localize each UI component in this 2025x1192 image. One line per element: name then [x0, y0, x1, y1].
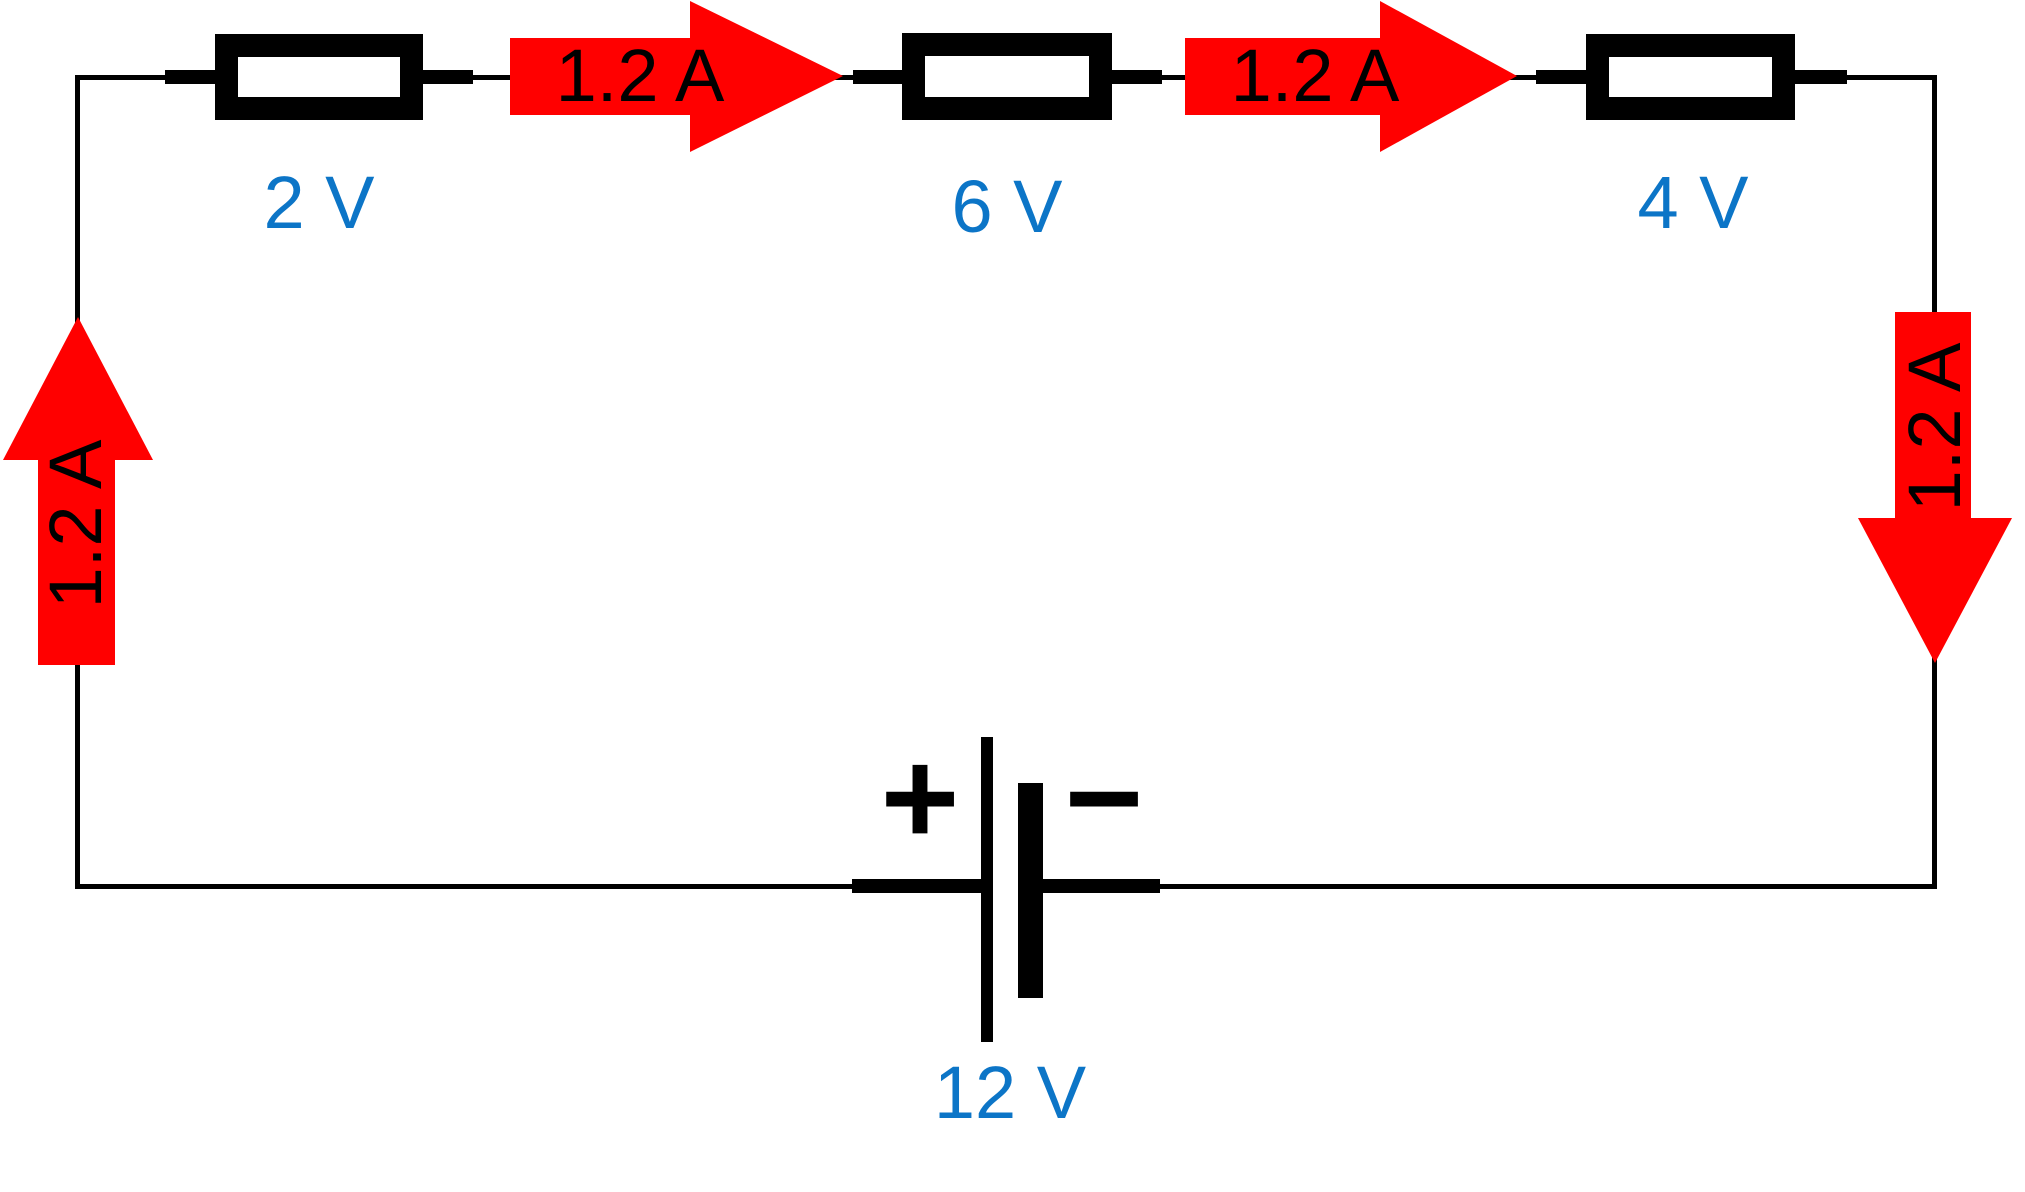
- current-label-top-right: 1.2 A: [1230, 34, 1400, 117]
- battery-negative-plate: [1018, 783, 1043, 998]
- lead-resistor-3-right: [1795, 70, 1847, 84]
- current-label-top-left: 1.2 A: [555, 34, 725, 117]
- resistor-2: [902, 33, 1112, 120]
- current-arrow-down: 1.2 A: [1858, 312, 2012, 663]
- current-arrow-up: 1.2 A: [3, 317, 153, 665]
- current-label-right: 1.2 A: [1893, 342, 1976, 512]
- battery-minus-sign: −: [1064, 722, 1144, 873]
- arrow-body: [38, 458, 115, 665]
- arrow-body: [1895, 312, 1971, 520]
- battery-voltage-label: 12 V: [933, 1051, 1087, 1134]
- arrow-head-right-icon: [1380, 1, 1517, 152]
- battery-positive-plate: [981, 737, 993, 1042]
- battery-plus-sign: +: [880, 722, 960, 873]
- resistor-2-voltage-label: 6 V: [951, 165, 1063, 248]
- resistor-3: [1586, 34, 1795, 120]
- lead-resistor-2-left: [853, 70, 903, 84]
- lead-battery-left: [852, 879, 981, 893]
- resistor-1-voltage-label: 2 V: [263, 161, 375, 244]
- lead-resistor-1-left: [165, 70, 215, 84]
- current-label-left: 1.2 A: [34, 439, 117, 609]
- wire-bottom-left: [75, 884, 981, 889]
- arrow-body: [510, 38, 692, 115]
- current-arrow-right-1: 1.2 A: [510, 1, 843, 152]
- resistor-3-voltage-label: 4 V: [1637, 161, 1749, 244]
- arrow-body: [1185, 38, 1382, 115]
- wire-bottom-right: [1043, 884, 1937, 889]
- resistor-1: [215, 34, 423, 120]
- lead-battery-right: [1043, 879, 1160, 893]
- lead-resistor-2-right: [1112, 70, 1162, 84]
- arrow-head-up-icon: [3, 317, 153, 460]
- arrow-head-right-icon: [690, 1, 843, 152]
- arrow-head-down-icon: [1858, 518, 2012, 663]
- lead-resistor-3-left: [1536, 70, 1588, 84]
- current-arrow-right-2: 1.2 A: [1185, 1, 1517, 152]
- lead-resistor-1-right: [423, 70, 473, 84]
